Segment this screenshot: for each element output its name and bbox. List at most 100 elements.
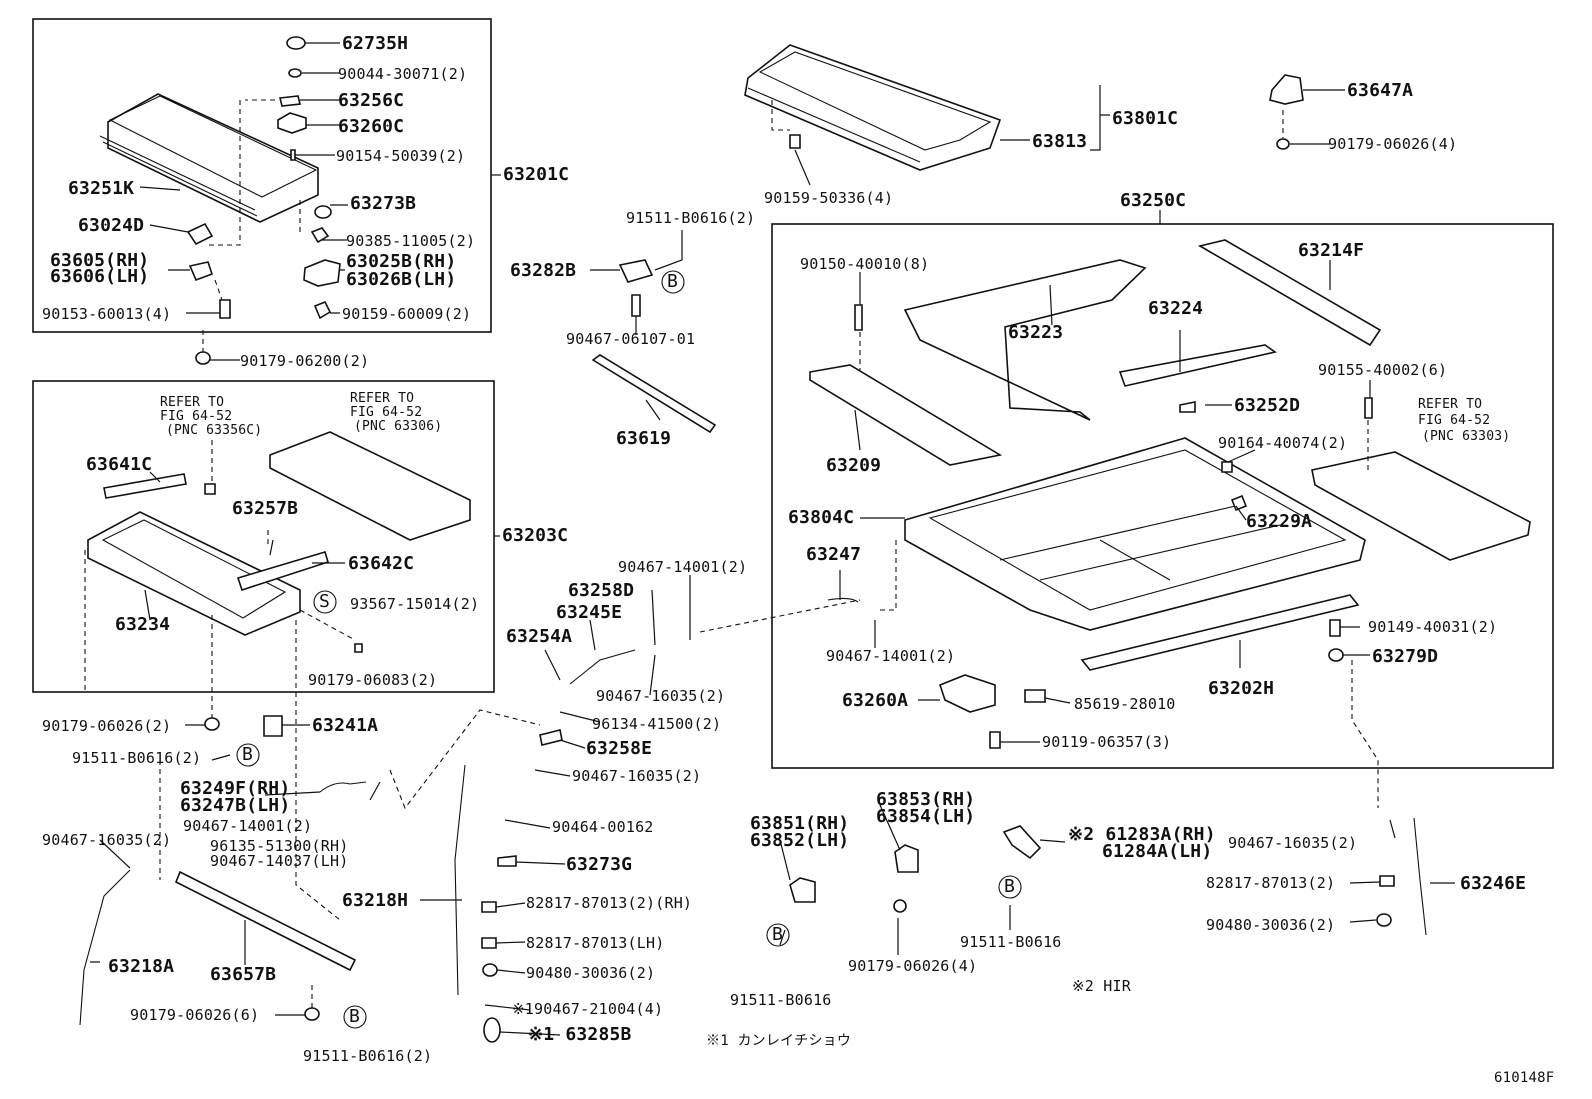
nut-90480-a — [482, 963, 498, 977]
label-63279D: 63279D — [1372, 646, 1439, 667]
cap-82817-b — [1379, 875, 1395, 887]
part-63024D — [186, 222, 214, 246]
rail-63224 — [1118, 344, 1277, 387]
label-63209: 63209 — [826, 455, 882, 476]
marker-b-letter: B — [242, 744, 254, 765]
label-63214F: 63214F — [1298, 240, 1365, 261]
shade-frame-63234 — [87, 511, 301, 636]
label-91511-b: 91511-B0616(2) — [303, 1047, 433, 1065]
hose-63249F — [319, 781, 367, 793]
label-63804C: 63804C — [788, 507, 855, 528]
shade-ref-63306 — [269, 431, 471, 541]
cap-82817-lh — [481, 937, 497, 949]
label-63229A: 63229A — [1246, 511, 1313, 532]
label-82817-b: 82817-87013(2) — [1206, 874, 1336, 892]
marker-b — [236, 270, 1022, 1029]
sliding-roof-housing-box — [771, 223, 1554, 769]
label-90179-06026-b: 90179-06026(6) — [130, 1006, 260, 1024]
ref2-line1: REFER TO — [350, 391, 415, 406]
rail-63214F — [1197, 239, 1382, 347]
label-90150: 90150-40010(8) — [800, 255, 930, 273]
label-63247B: 63247B(LH) — [180, 795, 291, 816]
part-63025B — [303, 259, 341, 287]
bracket-61283A — [1002, 825, 1042, 860]
marker-s-letter: S — [319, 591, 331, 612]
label-90467-16035-a: 90467-16035(2) — [42, 831, 172, 849]
label-61283A: ※2 61283A(RH) — [1068, 824, 1216, 845]
ref1-line2: FIG 64-52 — [160, 409, 233, 424]
label-90179-06026-c: 90179-06026(4) — [1328, 135, 1458, 153]
label-63619: 63619 — [616, 428, 672, 449]
label-63218H: 63218H — [342, 890, 409, 911]
label-90153: 90153-60013(4) — [42, 305, 172, 323]
label-90179-06026-d: 90179-06026(4) — [848, 957, 978, 975]
cap-62735H — [286, 36, 306, 50]
rail-63202H — [1080, 594, 1360, 671]
bolt-90149 — [1329, 619, 1341, 637]
motor-63260A — [939, 674, 996, 713]
label-91511-c: 91511-B0616(2) — [626, 209, 756, 227]
label-63201C: 63201C — [503, 164, 570, 185]
label-63234: 63234 — [115, 614, 171, 635]
label-62735H: 62735H — [342, 33, 409, 54]
label-82817-lh: 82817-87013(LH) — [526, 934, 665, 952]
label-63251K: 63251K — [68, 178, 135, 199]
label-63246E: 63246E — [1460, 873, 1527, 894]
screw-90164 — [1221, 461, 1233, 473]
label-90467-14001-c: 90467-14001(2) — [826, 647, 956, 665]
clip-90385 — [310, 227, 330, 244]
label-90149: 90149-40031(2) — [1368, 618, 1498, 636]
nut-90179-06026-d — [893, 899, 907, 913]
frame-63223 — [903, 259, 1147, 421]
label-63605: 63605(RH) — [50, 250, 150, 271]
bracket-63851 — [789, 877, 816, 903]
label-90044: 90044-30071(2) — [338, 65, 468, 83]
label-90467-16035-c: 90467-16035(2) — [572, 767, 702, 785]
label-90467-14001-a: 90467-14001(2) — [183, 817, 313, 835]
label-63202H: 63202H — [1208, 678, 1275, 699]
label-63026B: 63026B(LH) — [346, 269, 457, 290]
nut-90179-06083 — [354, 643, 363, 653]
label-61284A: 61284A(LH) — [1102, 841, 1213, 862]
label-85619: 85619-28010 — [1074, 695, 1176, 713]
label-63025B: 63025B(RH) — [346, 251, 457, 272]
label-63224: 63224 — [1148, 298, 1204, 319]
label-90467-06107: 90467-06107-01 — [566, 330, 696, 348]
ref1-line3: (PNC 63356C) — [166, 423, 263, 438]
nut-90480-b — [1376, 913, 1392, 927]
label-90179-06026-a: 90179-06026(2) — [42, 717, 172, 735]
clip-63356C — [204, 483, 216, 495]
bracket-63657B — [174, 870, 357, 972]
marker-b-letter: B — [667, 271, 679, 292]
label-63245E: 63245E — [556, 602, 623, 623]
nut-63279D — [1328, 648, 1344, 662]
nut-90179-06026-c — [1276, 138, 1290, 150]
hose-63246E — [1413, 817, 1427, 936]
bolt-90467-06107 — [631, 294, 641, 317]
label-63256C: 63256C — [338, 90, 405, 111]
label-63203C: 63203C — [502, 525, 569, 546]
note-2: ※2 HIR — [1072, 977, 1131, 995]
screw-90153 — [219, 299, 231, 319]
ref3-line3: (PNC 63303) — [1422, 429, 1511, 444]
label-90464: 90464-00162 — [552, 818, 654, 836]
label-63223: 63223 — [1008, 322, 1064, 343]
label-82817-rh: 82817-87013(2)(RH) — [526, 894, 693, 912]
nut-90179-06026-a — [204, 717, 220, 731]
label-90467-14037: 90467-14037(LH) — [210, 852, 349, 870]
label-63801C: 63801C — [1112, 108, 1179, 129]
marker-b-letter: B — [349, 1006, 361, 1027]
hose-63218A — [79, 869, 131, 1026]
label-63258E: 63258E — [586, 738, 653, 759]
bolt-90155 — [1364, 397, 1373, 419]
label-63657B: 63657B — [210, 964, 277, 985]
bracket-63605 — [188, 261, 214, 282]
label-63241A: 63241A — [312, 715, 379, 736]
label-63247: 63247 — [806, 544, 862, 565]
label-90154: 90154-50039(2) — [336, 147, 466, 165]
label-96135: 96135-51300(RH) — [210, 837, 349, 855]
label-63254A: 63254A — [506, 626, 573, 647]
hose-63218H — [454, 764, 466, 996]
nut-90179-06200 — [195, 351, 211, 365]
